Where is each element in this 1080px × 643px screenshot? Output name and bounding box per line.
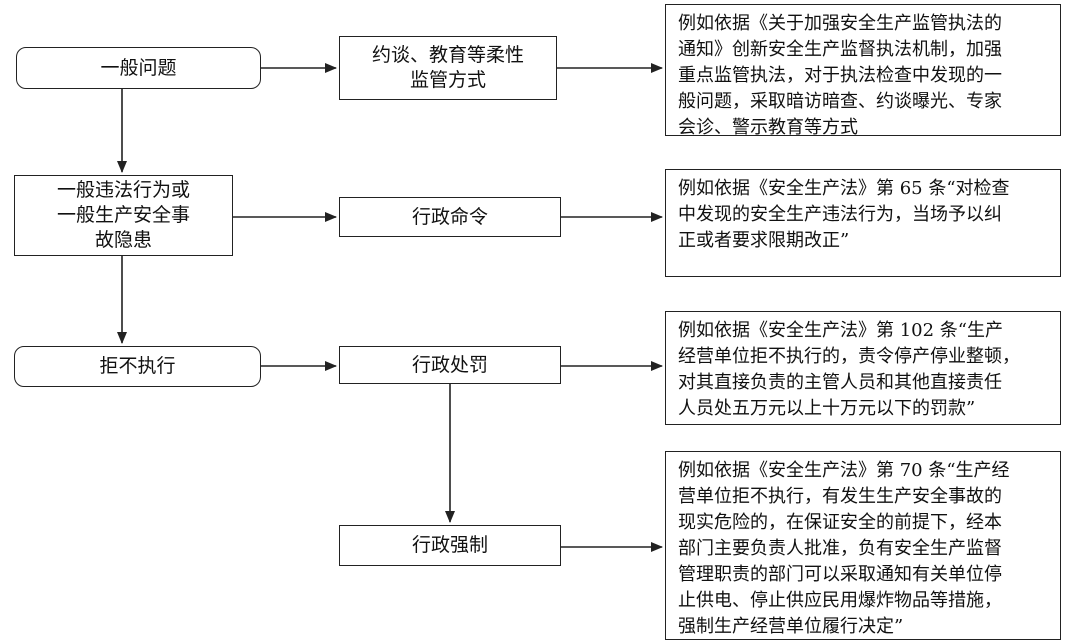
refuse-box: 拒不执行 <box>14 346 261 387</box>
refuse-label: 拒不执行 <box>99 355 176 377</box>
administrative-order-box: 行政命令 <box>339 197 561 237</box>
administrative-penalty-box: 行政处罚 <box>339 346 561 384</box>
general-violation-label: 一般违法行为或 一般生产安全事 故隐患 <box>56 179 190 251</box>
general-violation-box: 一般违法行为或 一般生产安全事 故隐患 <box>14 175 233 256</box>
note-administrative-enforcement: 例如依据《安全生产法》第 70 条“生产经 营单位拒不执行，有发生生产安全事故的… <box>665 451 1061 640</box>
administrative-enforcement-box: 行政强制 <box>339 525 561 566</box>
note-administrative-order: 例如依据《安全生产法》第 65 条“对检查 中发现的安全生产违法行为，当场予以纠… <box>665 169 1061 277</box>
soft-supervision-label: 约谈、教育等柔性 监管方式 <box>371 44 524 91</box>
administrative-penalty-label: 行政处罚 <box>411 353 488 376</box>
general-issue-label: 一般问题 <box>100 56 177 79</box>
administrative-order-label: 行政命令 <box>411 205 488 228</box>
soft-supervision-box: 约谈、教育等柔性 监管方式 <box>339 36 557 100</box>
administrative-enforcement-label: 行政强制 <box>411 534 488 556</box>
general-issue-box: 一般问题 <box>16 47 261 89</box>
note-administrative-penalty: 例如依据《安全生产法》第 102 条“生产 经营单位拒不执行的，责令停产停业整顿… <box>665 311 1061 425</box>
note-soft-supervision: 例如依据《关于加强安全生产监管执法的 通知》创新安全生产监督执法机制，加强 重点… <box>665 4 1061 138</box>
